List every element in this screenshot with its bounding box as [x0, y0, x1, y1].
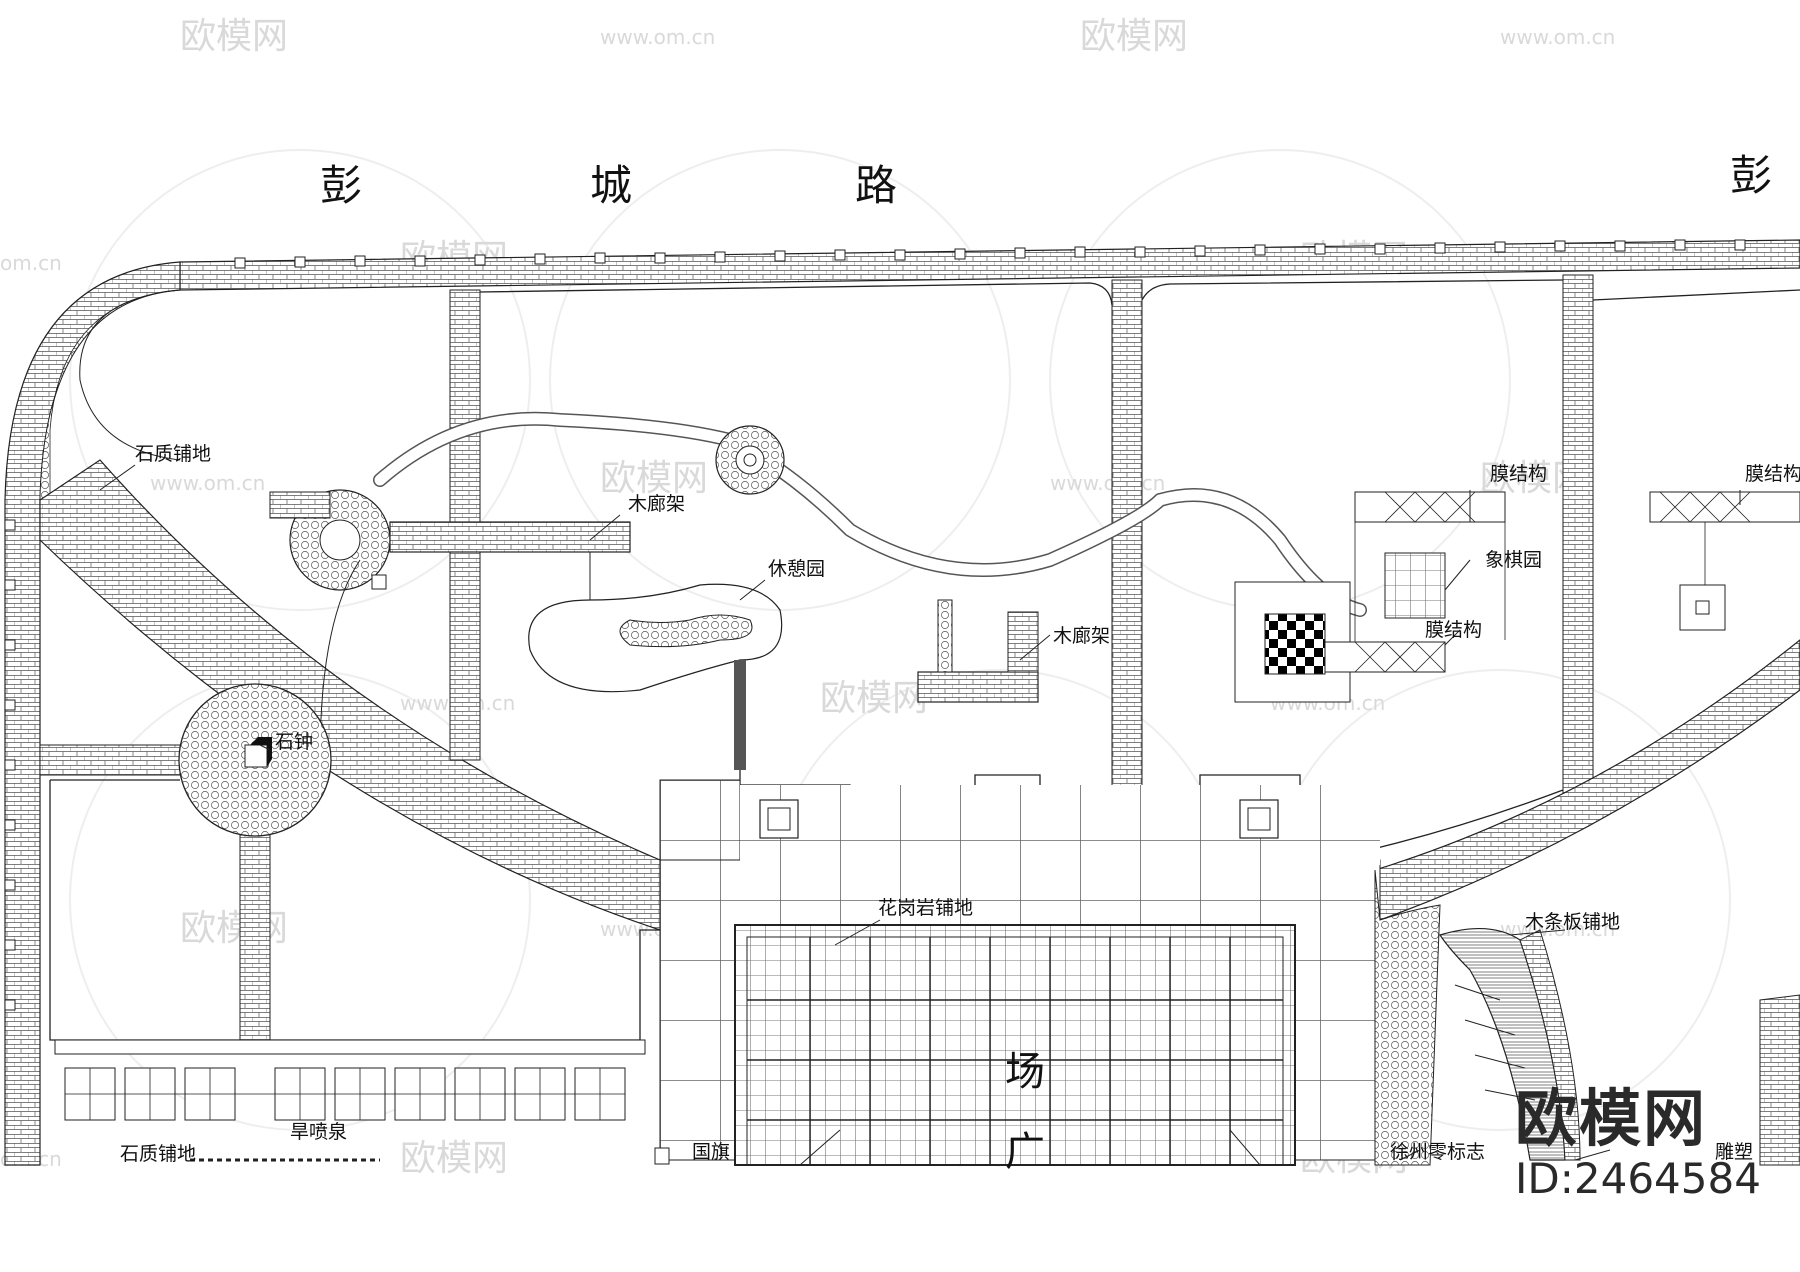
label-dry-fountain: 旱喷泉 [290, 1121, 347, 1143]
brand-id: ID:2464584 [1515, 1154, 1761, 1203]
label-chess-garden: 象棋园 [1485, 549, 1542, 571]
wood-strip-area [1374, 869, 1800, 1166]
watermark-url: www.om.cn [150, 471, 265, 495]
watermark-logo: 欧模网 [400, 1138, 508, 1179]
road-name-char-1: 彭 [320, 161, 362, 210]
label-membrane-1: 膜结构 [1490, 463, 1547, 485]
wood-gallery-2 [917, 599, 1039, 703]
brand-watermark: 欧模网 ID:2464584 [1515, 1088, 1775, 1238]
label-wood-gallery-2: 木廊架 [1053, 625, 1110, 647]
label-wood-strip-paving: 木条板铺地 [1525, 911, 1620, 933]
dry-fountain-grid [54, 1039, 670, 1165]
watermark-url: www.om.cn [1500, 25, 1615, 49]
brand-logo: 欧模网 [1515, 1082, 1708, 1155]
watermark-url: www.om.cn [1050, 471, 1165, 495]
watermark-logo: 欧模网 [180, 16, 288, 57]
label-membrane-2: 膜结构 [1425, 619, 1482, 641]
label-stone-paving-bottom: 石质铺地 [120, 1143, 196, 1165]
label-square-char-2: 广 [1005, 1129, 1045, 1175]
granite-plaza [659, 779, 1381, 1166]
paving-strip-2 [1111, 279, 1143, 796]
label-national-flag: 国旗 [692, 1141, 730, 1163]
leader-lines [99, 464, 1741, 1161]
label-stone-paving-top: 石质铺地 [135, 443, 211, 465]
road-name-char-3: 路 [855, 161, 897, 210]
label-wood-gallery-1: 木廊架 [628, 493, 685, 515]
watermark-url: www.om.cn [1500, 917, 1615, 941]
road-name-char-4: 彭 [1730, 151, 1772, 200]
paving-strip-5 [39, 744, 181, 776]
watermark-url: www.om.cn [600, 25, 715, 49]
chess-garden [1234, 491, 1800, 703]
wood-gallery-1 [269, 491, 631, 600]
watermark-logo: 欧模网 [820, 678, 928, 719]
watermark-logo: 欧模网 [600, 458, 708, 499]
road-name-char-2: 城 [590, 161, 632, 210]
label-rest-garden: 休憩园 [768, 558, 825, 580]
label-sculpture: 雕塑 [1715, 1141, 1753, 1163]
label-granite-paving: 花岗岩铺地 [878, 897, 973, 919]
rest-garden-pond [528, 583, 783, 770]
left-sidewalk [4, 261, 181, 1166]
label-stone-bell: 石钟 [275, 731, 313, 753]
right-curved-paving [1374, 639, 1800, 921]
watermark-logo: 欧模网 [180, 908, 288, 949]
watermark-logo: 欧模网 [1080, 16, 1188, 57]
stone-bell-plaza [178, 683, 332, 837]
label-membrane-3: 膜结构 [1745, 463, 1800, 485]
paving-strip-3 [1562, 274, 1594, 801]
label-square-char-1: 场 [1005, 1049, 1045, 1095]
watermark-url-short: om.cn [0, 251, 62, 275]
label-xuzhou-zero-mark: 徐州零标志 [1390, 1141, 1485, 1163]
paving-strip-4 [239, 834, 271, 1041]
